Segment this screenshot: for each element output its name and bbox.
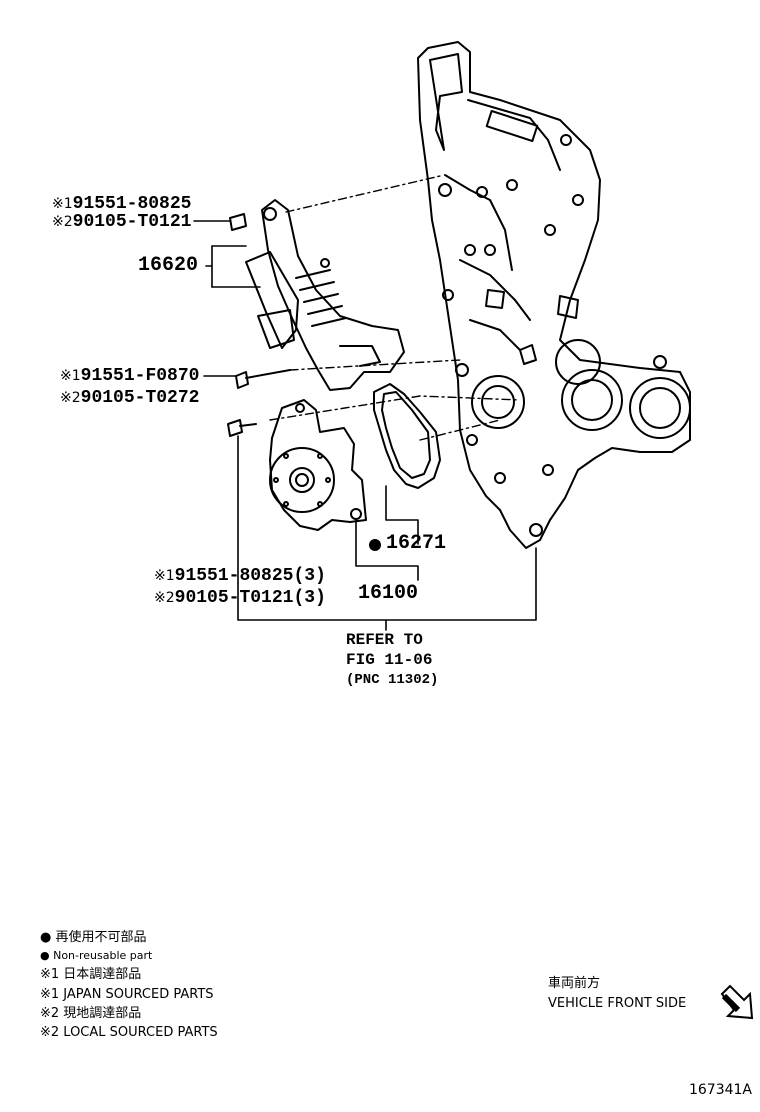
tensioner-bolt-callout-1: ※191551-80825	[52, 194, 191, 214]
gasket-drawing	[373, 383, 441, 489]
vehicle-front-label-jp: 車両前方	[548, 976, 601, 991]
legend-local-jp: ※2 現地調達部品	[40, 1006, 142, 1021]
source-mark: ※1	[60, 368, 81, 384]
vehicle-front-label-en: VEHICLE FRONT SIDE	[548, 996, 687, 1011]
stud-callout-1: ※191551-F0870	[60, 366, 199, 386]
bolts-drawing	[227, 213, 291, 437]
refer-line-2: FIG 11-06	[346, 651, 433, 669]
legend-japan-en: ※1 JAPAN SOURCED PARTS	[40, 987, 214, 1002]
legend-local-en: ※2 LOCAL SOURCED PARTS	[40, 1025, 218, 1040]
pump-bolt-callout-1: ※191551-80825(3)	[154, 566, 326, 586]
part-number: 91551-F0870	[80, 366, 200, 386]
tensioner-drawing	[245, 199, 405, 391]
nonreusable-marker	[369, 539, 381, 551]
source-mark: ※2	[52, 214, 73, 230]
water-pump-drawing	[269, 399, 367, 531]
part-number: 90105-T0121(3)	[174, 588, 326, 608]
guide-lines	[269, 175, 521, 441]
source-mark: ※1	[52, 196, 73, 212]
part-number: 91551-80825	[72, 194, 192, 214]
gasket-callout: 16271	[386, 532, 447, 555]
refer-line-3: (PNC 11302)	[346, 672, 439, 688]
legend-nonreusable-en: ● Non-reusable part	[40, 949, 153, 962]
source-mark: ※2	[60, 390, 81, 406]
stud-callout-2: ※290105-T0272	[60, 388, 199, 408]
leader-lines	[193, 220, 537, 631]
part-number: 91551-80825(3)	[174, 566, 326, 586]
tensioner-callout: 16620	[138, 254, 199, 277]
source-mark: ※1	[154, 568, 175, 584]
legend-nonreusable-jp: ● 再使用不可部品	[40, 930, 147, 945]
refer-line-1: REFER TO	[346, 631, 423, 649]
part-number: 90105-T0272	[80, 388, 200, 408]
legend-japan-jp: ※1 日本調達部品	[40, 967, 142, 982]
figure-number: 167341A	[688, 1082, 752, 1098]
water-pump-callout: 16100	[358, 582, 419, 605]
tensioner-bolt-callout-2: ※290105-T0121	[52, 212, 191, 232]
timing-cover-drawing	[417, 41, 691, 549]
pump-bolt-callout-2: ※290105-T0121(3)	[154, 588, 326, 608]
vehicle-front-arrow-icon	[720, 984, 754, 1020]
source-mark: ※2	[154, 590, 175, 606]
part-number: 90105-T0121	[72, 212, 192, 232]
